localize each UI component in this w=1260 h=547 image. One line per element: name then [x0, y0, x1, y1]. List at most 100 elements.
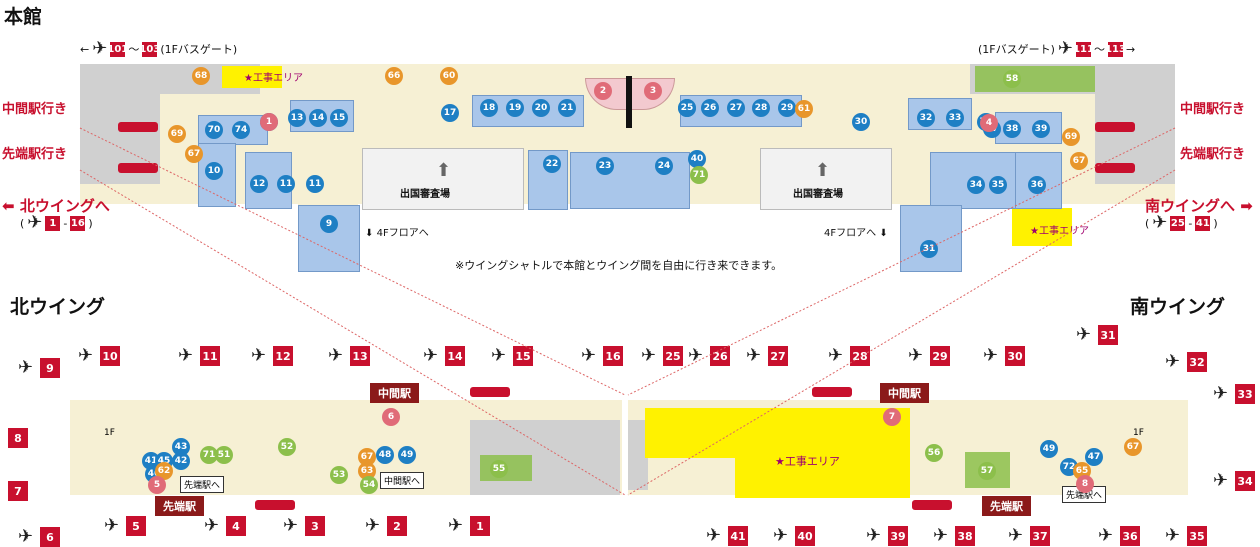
poi-marker-store[interactable]: 22 [543, 155, 561, 173]
poi-marker-service[interactable]: 8 [1076, 475, 1094, 493]
gate-badge[interactable]: 41 [728, 526, 748, 546]
poi-marker-store[interactable]: 29 [778, 99, 796, 117]
poi-marker-store[interactable]: 48 [376, 446, 394, 464]
poi-marker-restaurant[interactable]: 67 [1070, 152, 1088, 170]
poi-marker-restaurant[interactable]: 67 [1124, 438, 1142, 456]
poi-marker-store[interactable]: 21 [558, 99, 576, 117]
poi-marker-store[interactable]: 9 [320, 215, 338, 233]
poi-marker-lounge[interactable]: 57 [978, 462, 996, 480]
poi-marker-service[interactable]: 4 [980, 114, 998, 132]
poi-marker-restaurant[interactable]: 62 [155, 462, 173, 480]
gate-badge[interactable]: 39 [888, 526, 908, 546]
poi-marker-store[interactable]: 15 [330, 109, 348, 127]
poi-marker-store[interactable]: 26 [701, 99, 719, 117]
poi-marker-service[interactable]: 6 [382, 408, 400, 426]
gate-badge[interactable]: 4 [226, 516, 246, 536]
gate-badge[interactable]: 1 [470, 516, 490, 536]
gate-badge[interactable]: 38 [955, 526, 975, 546]
poi-marker-store[interactable]: 42 [172, 452, 190, 470]
gate-badge[interactable]: 37 [1030, 526, 1050, 546]
gate-badge[interactable]: 13 [350, 346, 370, 366]
to-north-wing[interactable]: ⬅ 北ウイングへ [2, 195, 110, 216]
poi-marker-store[interactable]: 25 [678, 99, 696, 117]
poi-marker-lounge[interactable]: 55 [490, 460, 508, 478]
gate-badge[interactable]: 12 [273, 346, 293, 366]
gate-badge[interactable]: 33 [1235, 384, 1255, 404]
gate-badge[interactable]: 34 [1235, 471, 1255, 491]
poi-marker-store[interactable]: 38 [1003, 120, 1021, 138]
poi-marker-store[interactable]: 36 [1028, 176, 1046, 194]
gate-badge[interactable]: 3 [305, 516, 325, 536]
poi-marker-lounge[interactable]: 71 [200, 446, 218, 464]
gate-badge[interactable]: 8 [8, 428, 28, 448]
poi-marker-service[interactable]: 3 [644, 82, 662, 100]
poi-marker-store[interactable]: 35 [989, 176, 1007, 194]
poi-marker-store[interactable]: 39 [1032, 120, 1050, 138]
poi-marker-restaurant[interactable]: 63 [358, 462, 376, 480]
poi-marker-restaurant[interactable]: 69 [1062, 128, 1080, 146]
gate-badge[interactable]: 27 [768, 346, 788, 366]
poi-marker-store[interactable]: 27 [727, 99, 745, 117]
poi-marker-store[interactable]: 30 [852, 113, 870, 131]
poi-marker-restaurant[interactable]: 67 [185, 145, 203, 163]
poi-marker-store[interactable]: 11 [277, 175, 295, 193]
poi-marker-lounge[interactable]: 56 [925, 444, 943, 462]
poi-marker-store[interactable]: 19 [506, 99, 524, 117]
poi-marker-restaurant[interactable]: 66 [385, 67, 403, 85]
gate-badge[interactable]: 10 [100, 346, 120, 366]
gate-badge[interactable]: 29 [930, 346, 950, 366]
poi-marker-store[interactable]: 11 [306, 175, 324, 193]
poi-marker-lounge[interactable]: 71 [690, 166, 708, 184]
poi-marker-store[interactable]: 14 [309, 109, 327, 127]
poi-marker-store[interactable]: 40 [688, 150, 706, 168]
poi-marker-store[interactable]: 18 [480, 99, 498, 117]
poi-marker-store[interactable]: 24 [655, 157, 673, 175]
poi-marker-restaurant[interactable]: 60 [440, 67, 458, 85]
poi-marker-store[interactable]: 20 [532, 99, 550, 117]
poi-marker-service[interactable]: 5 [148, 476, 166, 494]
poi-marker-store[interactable]: 28 [752, 99, 770, 117]
gate-badge[interactable]: 7 [8, 481, 28, 501]
poi-marker-store[interactable]: 23 [596, 157, 614, 175]
gate-badge[interactable]: 5 [126, 516, 146, 536]
poi-marker-store[interactable]: 33 [946, 109, 964, 127]
gate-badge[interactable]: 30 [1005, 346, 1025, 366]
gate-badge[interactable]: 16 [603, 346, 623, 366]
gate-badge[interactable]: 11 [200, 346, 220, 366]
poi-marker-service[interactable]: 7 [883, 408, 901, 426]
gate-badge[interactable]: 36 [1120, 526, 1140, 546]
gate-badge[interactable]: 28 [850, 346, 870, 366]
gate-badge[interactable]: 25 [663, 346, 683, 366]
poi-marker-store[interactable]: 47 [1085, 448, 1103, 466]
gate-badge[interactable]: 6 [40, 527, 60, 547]
gate-badge[interactable]: 26 [710, 346, 730, 366]
poi-marker-store[interactable]: 34 [967, 176, 985, 194]
gate-badge[interactable]: 32 [1187, 352, 1207, 372]
gate-badge[interactable]: 31 [1098, 325, 1118, 345]
gate-badge[interactable]: 35 [1187, 526, 1207, 546]
poi-marker-restaurant[interactable]: 68 [192, 67, 210, 85]
poi-marker-lounge[interactable]: 51 [215, 446, 233, 464]
gate-badge[interactable]: 15 [513, 346, 533, 366]
to-south-wing[interactable]: 南ウイングへ ➡ [1145, 195, 1253, 216]
poi-marker-restaurant[interactable]: 69 [168, 125, 186, 143]
poi-marker-store[interactable]: 10 [205, 162, 223, 180]
poi-marker-service[interactable]: 1 [260, 113, 278, 131]
poi-marker-store[interactable]: 43 [172, 438, 190, 456]
poi-marker-lounge[interactable]: 54 [360, 476, 378, 494]
gate-badge[interactable]: 14 [445, 346, 465, 366]
poi-marker-store[interactable]: 17 [441, 104, 459, 122]
gate-badge[interactable]: 9 [40, 358, 60, 378]
poi-marker-lounge[interactable]: 53 [330, 466, 348, 484]
poi-marker-store[interactable]: 74 [232, 121, 250, 139]
poi-marker-store[interactable]: 31 [920, 240, 938, 258]
gate-badge[interactable]: 2 [387, 516, 407, 536]
poi-marker-store[interactable]: 49 [1040, 440, 1058, 458]
poi-marker-restaurant[interactable]: 61 [795, 100, 813, 118]
poi-marker-store[interactable]: 32 [917, 109, 935, 127]
poi-marker-store[interactable]: 12 [250, 175, 268, 193]
poi-marker-store[interactable]: 13 [288, 109, 306, 127]
poi-marker-lounge[interactable]: 58 [1003, 70, 1021, 88]
poi-marker-restaurant[interactable]: 67 [358, 448, 376, 466]
gate-badge[interactable]: 40 [795, 526, 815, 546]
